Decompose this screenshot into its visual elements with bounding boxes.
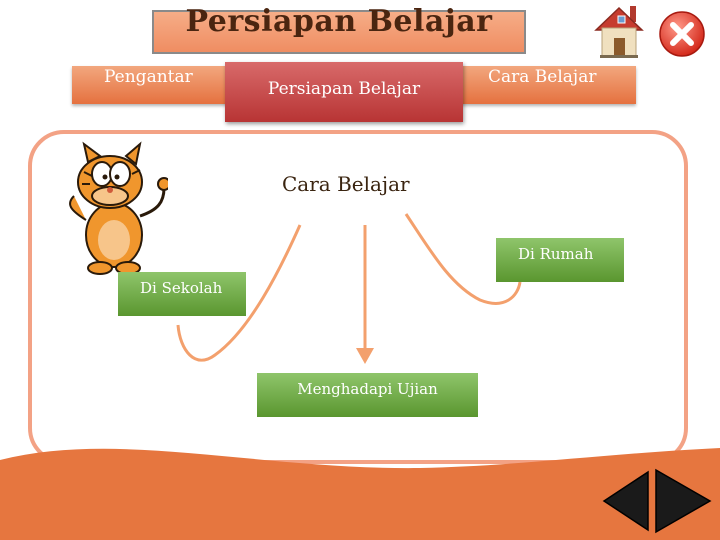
diagram-title: Cara Belajar — [282, 172, 410, 196]
triangle-left-icon[interactable] — [602, 470, 650, 532]
page-title: Persiapan Belajar — [185, 4, 493, 39]
node-menghadapi-ujian: Menghadapi Ujian — [257, 373, 478, 417]
arrowhead-ujian — [356, 348, 374, 364]
cartoon-cat-icon — [69, 141, 168, 275]
home-icon[interactable] — [594, 2, 644, 60]
connector-rumah — [404, 213, 522, 305]
node-di-sekolah: Di Sekolah — [118, 272, 246, 316]
bottom-wave-decoration — [0, 448, 720, 540]
tab-persiapan-belajar[interactable]: Persiapan Belajar — [225, 62, 463, 122]
node-di-rumah: Di Rumah — [496, 238, 624, 282]
triangle-right-icon[interactable] — [652, 466, 714, 536]
close-icon[interactable] — [658, 10, 706, 58]
connector-sekolah — [176, 224, 302, 362]
tab-pengantar[interactable]: Pengantar — [104, 67, 193, 87]
tab-cara-belajar[interactable]: Cara Belajar — [488, 67, 597, 87]
page-title-box: Persiapan Belajar — [152, 4, 526, 54]
